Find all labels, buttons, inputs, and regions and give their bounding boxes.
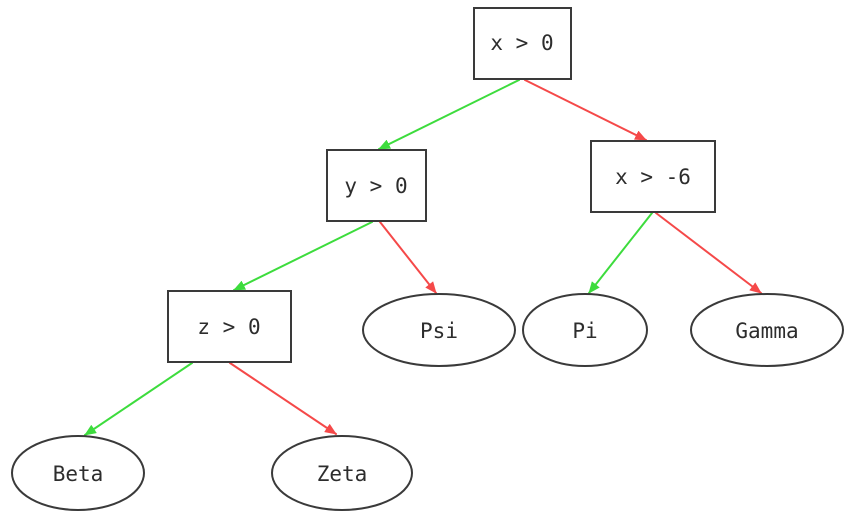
edge-z-to-zeta-false [229, 362, 337, 435]
node-z-gt-0-label: z > 0 [197, 315, 260, 339]
edge-root-to-y-true [378, 79, 520, 150]
edges-layer [84, 79, 762, 436]
leaf-psi: Psi [362, 293, 516, 367]
edge-z-to-beta-true [84, 362, 193, 436]
edge-y-to-psi-false [379, 221, 437, 294]
leaf-zeta-ellipse [271, 435, 413, 511]
node-y-gt-0-box [326, 149, 427, 222]
node-z-gt-0-box [167, 290, 292, 363]
leaf-zeta: Zeta [271, 435, 413, 511]
node-x-gt-0: x > 0 [473, 7, 572, 80]
leaf-pi: Pi [522, 293, 648, 367]
leaf-beta-ellipse [11, 435, 145, 511]
edge-xneg6-to-gamma-false [655, 212, 762, 294]
leaf-gamma-ellipse [690, 293, 844, 367]
node-z-gt-0: z > 0 [167, 290, 292, 363]
leaf-gamma-label: Gamma [735, 319, 798, 343]
leaf-psi-label: Psi [420, 319, 458, 343]
node-y-gt-0: y > 0 [326, 149, 427, 222]
node-y-gt-0-label: y > 0 [344, 174, 407, 198]
leaf-beta-label: Beta [53, 462, 104, 486]
leaf-zeta-label: Zeta [317, 462, 368, 486]
leaf-beta: Beta [11, 435, 145, 511]
node-x-gt-0-label: x > 0 [490, 31, 553, 55]
leaf-pi-label: Pi [572, 319, 597, 343]
node-x-gt-neg6-label: x > -6 [615, 165, 691, 189]
edge-xneg6-to-pi-true [588, 212, 653, 294]
node-x-gt-0-box [473, 7, 572, 80]
leaf-gamma: Gamma [690, 293, 844, 367]
edge-y-to-z-true [233, 221, 373, 291]
leaf-psi-ellipse [362, 293, 516, 367]
node-x-gt-neg6: x > -6 [590, 140, 716, 213]
edge-root-to-xneg6-false [524, 79, 647, 141]
node-x-gt-neg6-box [590, 140, 716, 213]
leaf-pi-ellipse [522, 293, 648, 367]
